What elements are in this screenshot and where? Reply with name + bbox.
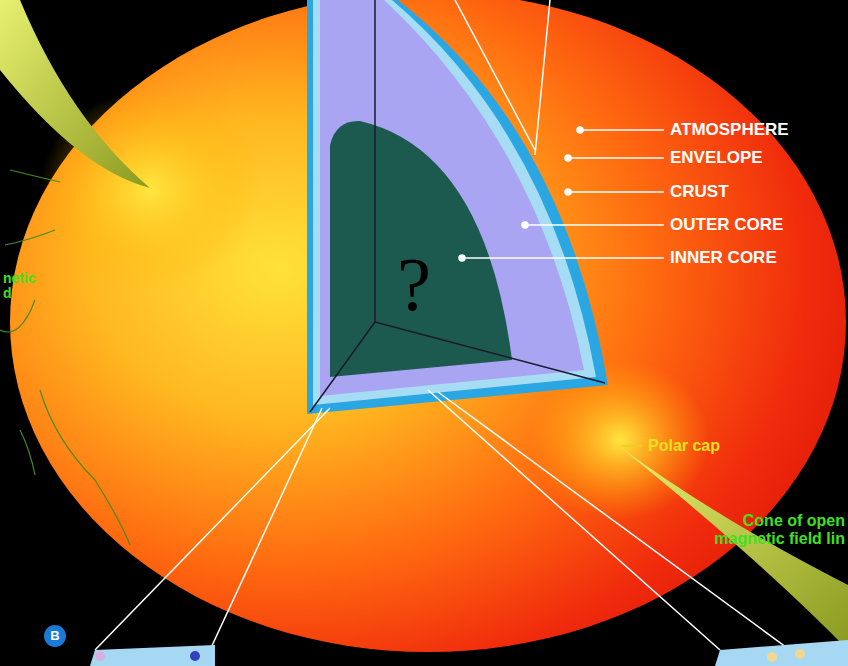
leader-lines	[95, 0, 790, 650]
layer-label: INNER CORE	[670, 249, 777, 268]
badge-circle	[44, 625, 66, 647]
unknown-mark: ?	[397, 243, 431, 327]
inset-particle	[190, 651, 200, 661]
layer-label: ATMOSPHERE	[670, 121, 789, 140]
leader-line	[622, 445, 642, 447]
inset-particle	[795, 649, 805, 659]
magnetic-cone	[620, 447, 848, 650]
inner-core	[330, 121, 512, 377]
badge-letter: B	[50, 629, 59, 643]
outer-core-layer	[320, 0, 584, 396]
inset-box	[90, 645, 215, 666]
magnetic-cone	[0, 0, 150, 188]
crust-layer	[313, 0, 596, 405]
field-label: netic d	[3, 271, 47, 302]
cone-label: Cone of open magnetic field lin	[695, 512, 845, 547]
inset-box	[715, 640, 848, 666]
inset-particle	[767, 652, 777, 662]
layer-label: OUTER CORE	[670, 216, 783, 235]
layer-label: CRUST	[670, 183, 729, 202]
polar-cap-label: Polar cap	[648, 437, 720, 455]
layer-label: ENVELOPE	[670, 149, 763, 168]
inset-particle	[95, 651, 105, 661]
field-lines	[0, 170, 130, 545]
envelope-layer	[307, 0, 608, 414]
star-surface	[10, 0, 846, 652]
cut-edges	[310, 0, 605, 412]
